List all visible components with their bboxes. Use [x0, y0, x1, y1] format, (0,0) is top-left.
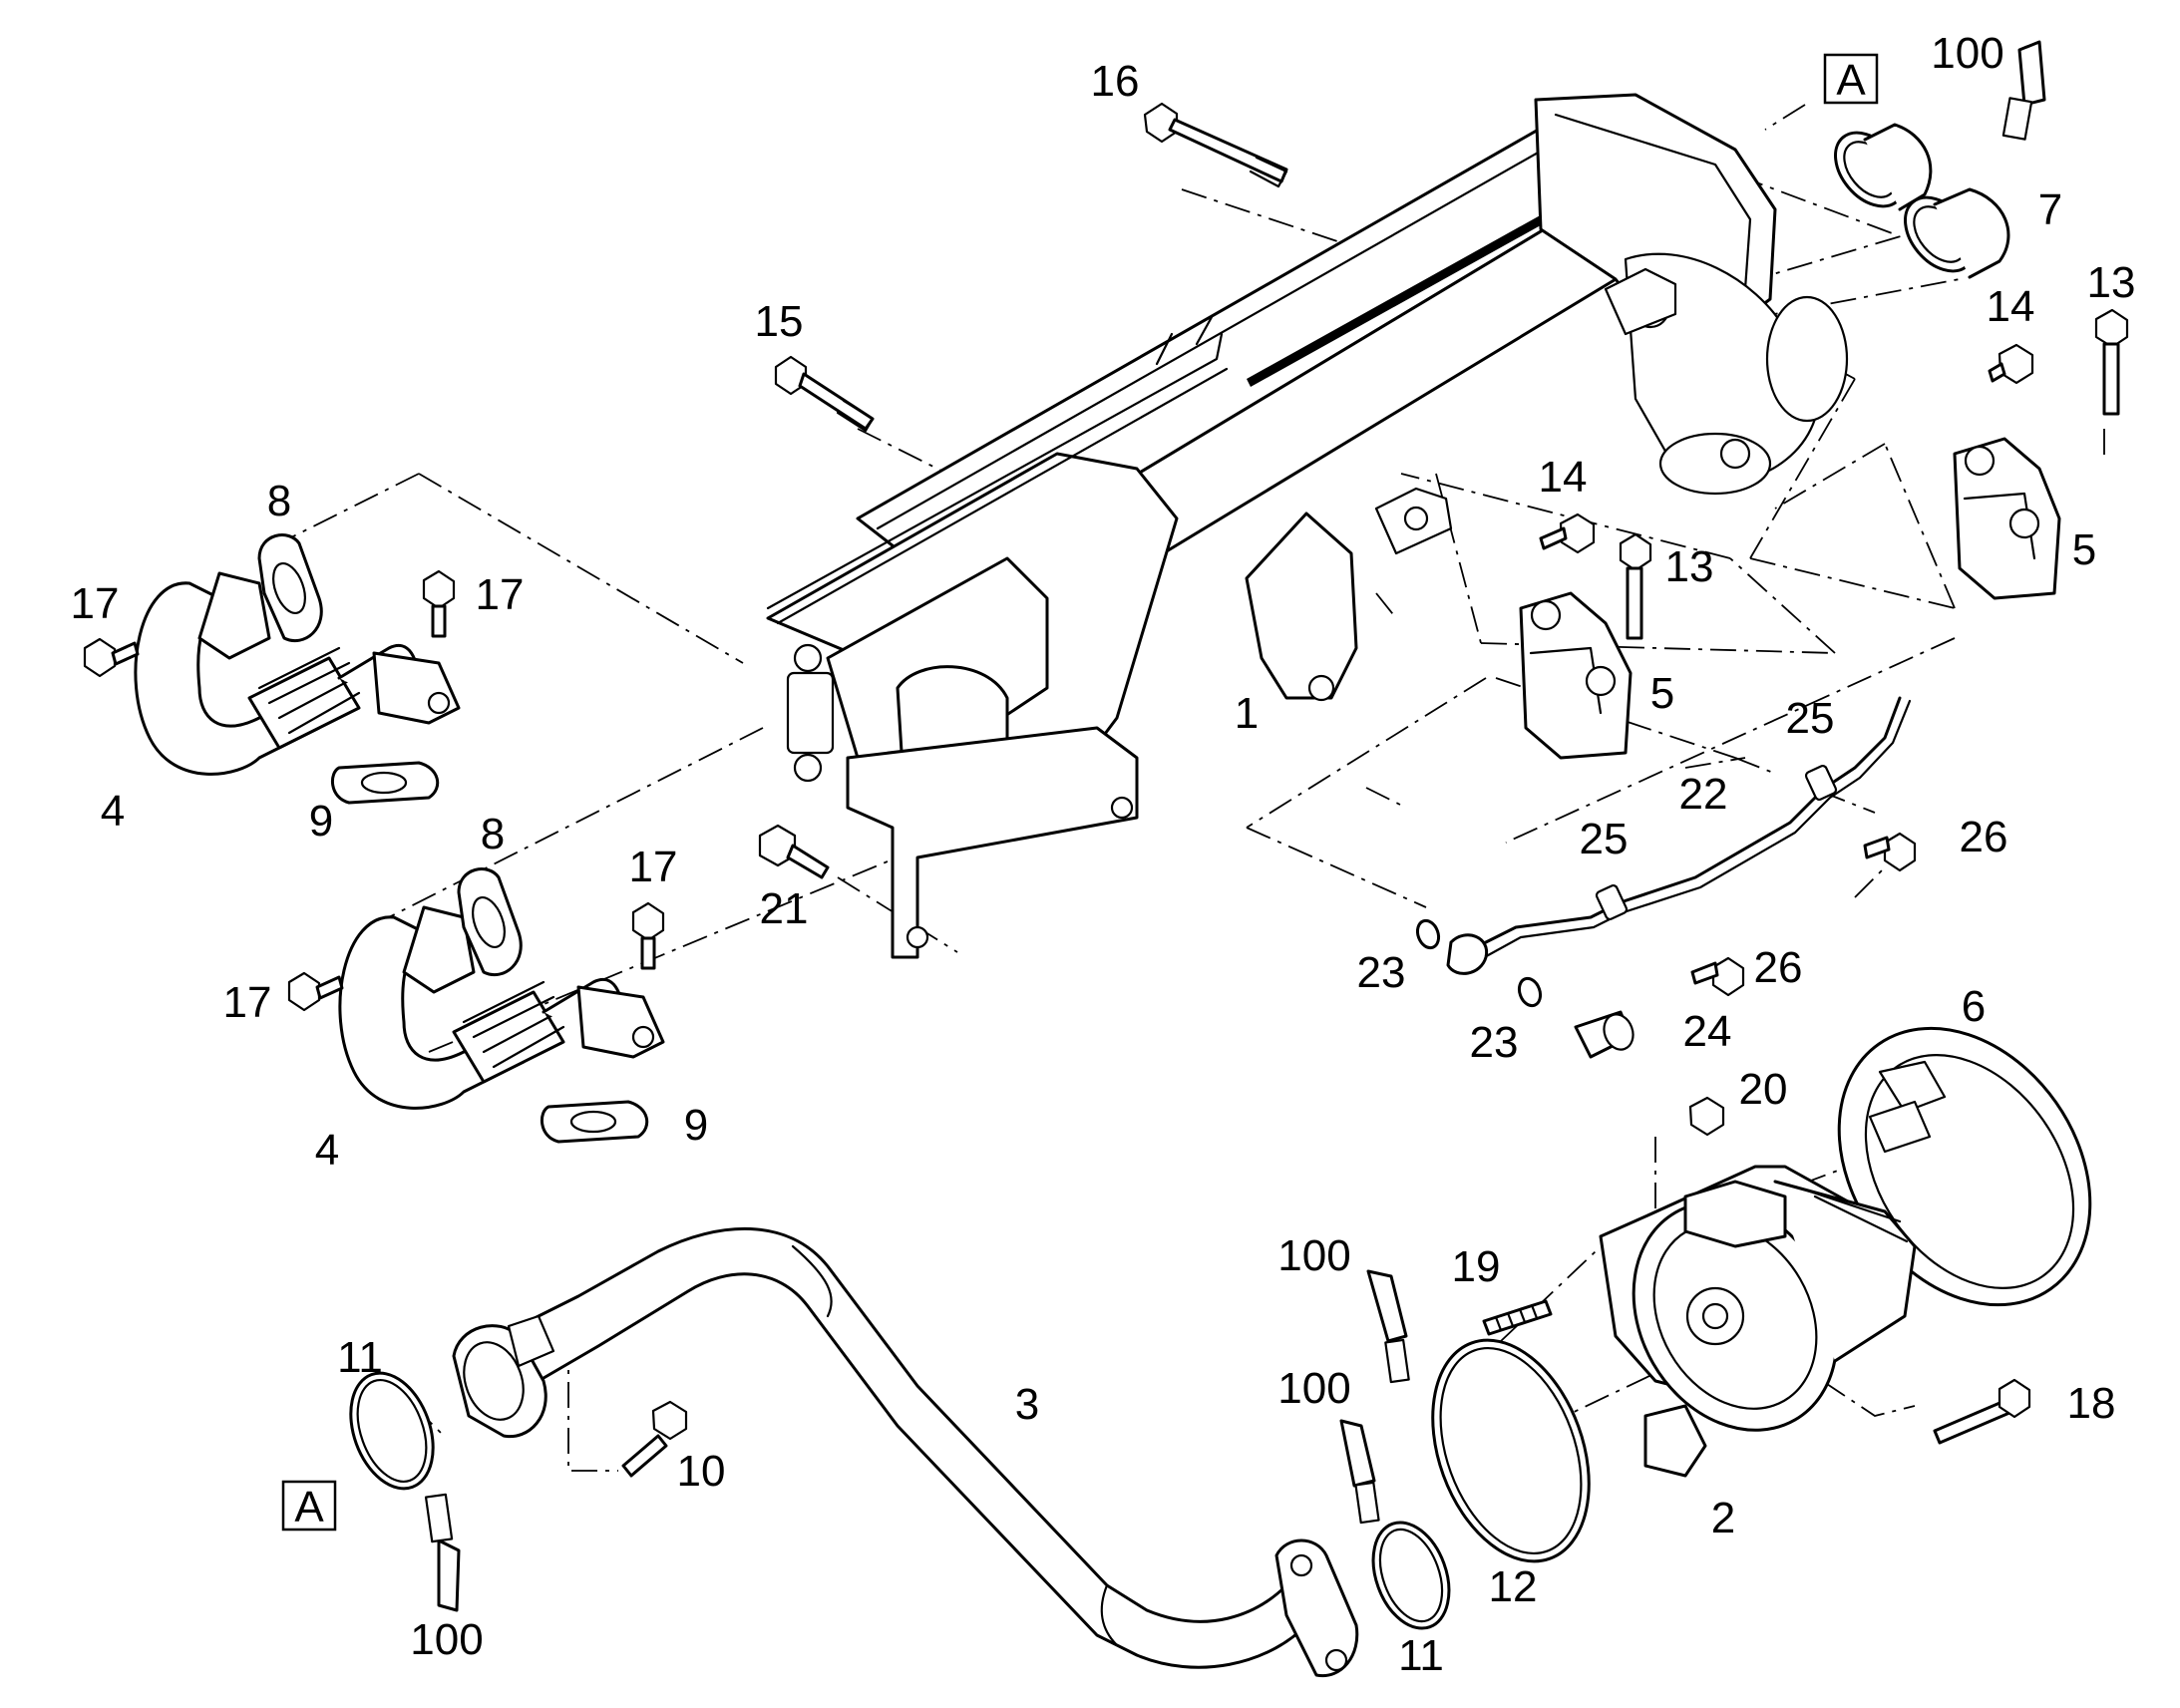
bolt-16	[1143, 102, 1288, 188]
bolt-24	[1574, 1010, 1635, 1059]
callout-label: 17	[476, 570, 525, 619]
ref-marker-a-bottom: A	[281, 1480, 337, 1532]
callout-label: 23	[1470, 1018, 1519, 1067]
sealant-tube-100-mid-a	[1366, 1269, 1410, 1384]
bolt-17-d	[631, 901, 665, 970]
callout-label: 100	[1931, 29, 2003, 78]
svg-text:A: A	[294, 1483, 324, 1532]
stud-19	[1482, 1299, 1553, 1336]
callout-label: 9	[309, 797, 333, 846]
callout-label: 17	[629, 843, 678, 891]
gasket-9-upper	[330, 761, 440, 805]
callout-label: 14	[1987, 282, 2035, 331]
egr-cooler-assembly	[766, 93, 1849, 959]
bolt-13-lower	[1619, 532, 1652, 640]
callout-label: 26	[1960, 813, 2008, 861]
ref-marker-a-top: A	[1823, 53, 1879, 105]
callout-label: 13	[1665, 542, 1714, 591]
callout-label: 12	[1489, 1562, 1538, 1611]
o-ring-12	[1431, 1338, 1591, 1563]
gasket-9-lower	[540, 1100, 649, 1144]
bolt-13-upper	[2094, 308, 2129, 416]
callout-label: 11	[337, 1333, 383, 1382]
bolt-26-upper	[1863, 832, 1917, 872]
bracket-5-lower	[1519, 591, 1633, 760]
callout-label: 8	[267, 477, 291, 525]
pipe-22	[1446, 696, 1912, 975]
bolt-15	[774, 355, 875, 433]
callout-label: 4	[101, 787, 125, 836]
seal-rings-7	[1834, 123, 2010, 279]
bolt-17-c	[287, 971, 344, 1012]
gasket-8-lower	[457, 867, 523, 977]
callout-label: 13	[2087, 258, 2136, 307]
callout-label: 19	[1452, 1242, 1501, 1291]
callout-label: 15	[755, 297, 804, 346]
callout-label: 4	[315, 1126, 339, 1175]
bolt-14-upper	[1988, 343, 2034, 385]
bolt-21	[758, 824, 830, 879]
callout-label: 24	[1683, 1007, 1732, 1056]
callout-label: 8	[481, 810, 505, 858]
seal-ring-23-b	[1517, 976, 1543, 1008]
callout-label: 14	[1539, 453, 1588, 502]
callout-label: 21	[760, 884, 809, 933]
callout-label: 22	[1679, 770, 1728, 819]
bolt-26-lower	[1690, 956, 1745, 997]
bolt-10	[621, 1400, 688, 1478]
bolt-17-b	[422, 569, 456, 638]
callout-label: 6	[1962, 982, 1986, 1031]
callout-label: 26	[1754, 943, 1803, 992]
callout-label: 5	[2072, 525, 2096, 574]
pipe-4-upper	[134, 571, 461, 776]
bracket-5-upper	[1953, 437, 2061, 600]
callout-label: 100	[410, 1615, 483, 1664]
egr-pipe-3	[452, 1226, 1359, 1678]
bolt-17-a	[83, 637, 140, 678]
seal-ring-23-a	[1415, 918, 1441, 950]
callout-label: 17	[223, 978, 272, 1027]
svg-text:A: A	[1836, 56, 1866, 105]
bolt-18	[1933, 1378, 2031, 1445]
callout-label: 23	[1357, 948, 1406, 997]
callout-label: 18	[2067, 1379, 2116, 1428]
callout-label: 5	[1650, 669, 1674, 718]
callout-label: 20	[1739, 1065, 1788, 1114]
callout-label: 16	[1091, 57, 1140, 106]
callout-label: 17	[71, 579, 120, 628]
sealant-tube-100-mid-b	[1339, 1419, 1380, 1525]
bolt-14-lower	[1539, 512, 1596, 554]
nut-20	[1688, 1096, 1725, 1137]
callout-label: 25	[1580, 815, 1629, 863]
callout-label: 100	[1277, 1231, 1350, 1280]
callout-label: 2	[1711, 1494, 1735, 1542]
callout-label: 7	[2038, 185, 2062, 234]
callout-label: 25	[1786, 694, 1835, 743]
callout-label: 9	[684, 1101, 708, 1150]
sealant-tube-100-left	[424, 1493, 461, 1612]
gasket-8-upper	[257, 533, 323, 643]
callout-label: 100	[1277, 1364, 1350, 1413]
sealant-tube-100-top	[2001, 40, 2046, 141]
seal-ring-11-right	[1371, 1521, 1451, 1630]
seal-ring-11-left	[349, 1371, 435, 1491]
pipe-4-lower	[338, 905, 665, 1110]
callout-label: 11	[1398, 1631, 1444, 1680]
callout-labels: 1 2 3 4 4 5 5 6 7 8 8 9 9 10 11 11 12 13…	[71, 29, 2136, 1680]
egr-valve-2	[1599, 1165, 1917, 1478]
callout-label: 10	[677, 1447, 726, 1496]
callout-label: 3	[1015, 1380, 1039, 1429]
callout-label: 1	[1235, 689, 1259, 738]
